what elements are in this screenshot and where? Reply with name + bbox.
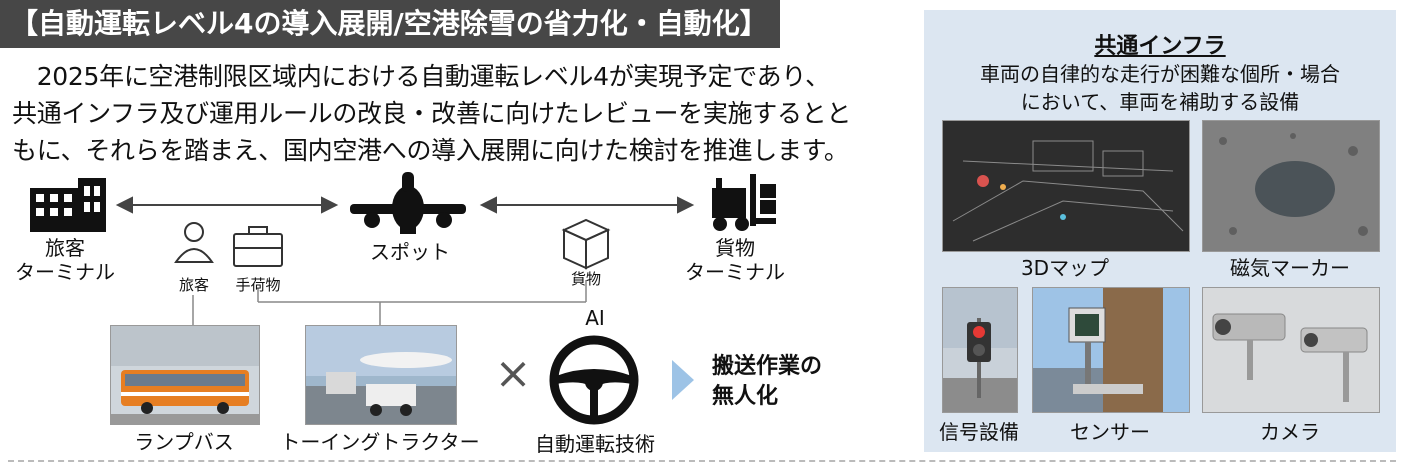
- cargo-terminal-label: 貨物 ターミナル: [685, 236, 785, 284]
- connector-line: [192, 280, 587, 325]
- passenger-terminal-label: 旅客 ターミナル: [15, 236, 115, 284]
- unmanned-transport-label: 搬送作業の 無人化: [712, 354, 823, 409]
- 3d-map-photo: [942, 120, 1190, 252]
- building-icon: [30, 178, 106, 232]
- airplane-icon: [350, 172, 466, 234]
- cargo-label: 貨物: [570, 270, 601, 288]
- spot-label: スポット: [370, 240, 450, 264]
- common-infra-title: 共通インフラ: [1094, 34, 1226, 59]
- magnetic-marker-label: 磁気マーカー: [1230, 256, 1350, 280]
- 3d-map-label: 3Dマップ: [1020, 256, 1110, 280]
- page-title: 【自動運転レベル4の導入展開/空港除雪の省力化・自動化】: [0, 0, 780, 48]
- chevron-right-icon: [672, 360, 694, 400]
- box-icon: [561, 218, 611, 270]
- common-infra-description: 車両の自律的な走行が困難な個所・場合 において、車両を補助する設備: [980, 62, 1340, 114]
- person-icon: [174, 222, 214, 263]
- ai-label: AI: [585, 306, 605, 330]
- signal-photo: [942, 287, 1018, 413]
- signal-label: 信号設備: [939, 420, 1019, 444]
- sensor-label: センサー: [1070, 420, 1150, 444]
- arrow-spot-cargo: [479, 196, 695, 214]
- intro-text: 2025年に空港制限区域内における自動運転レベル4が実現予定であり、 共通インフ…: [12, 62, 852, 165]
- arrow-terminal-spot: [115, 196, 339, 214]
- flow-diagram: [30, 172, 776, 325]
- dashed-separator: [8, 460, 1396, 462]
- steering-wheel-icon: [549, 335, 639, 425]
- baggage-label: 手荷物: [235, 276, 281, 294]
- sensor-photo: [1032, 287, 1190, 413]
- camera-label: カメラ: [1260, 420, 1320, 444]
- magnetic-marker-photo: [1202, 120, 1380, 252]
- ramp-bus-photo: [110, 325, 260, 425]
- forklift-icon: [712, 174, 776, 231]
- times-symbol: ×: [494, 348, 532, 399]
- autonomous-driving-label: 自動運転技術: [535, 432, 655, 456]
- briefcase-icon: [233, 226, 283, 267]
- passenger-label: 旅客: [178, 276, 209, 294]
- camera-photo: [1202, 287, 1380, 413]
- ramp-bus-label: ランプバス: [134, 430, 234, 454]
- towing-tractor-label: トーイングトラクター: [280, 430, 480, 454]
- towing-tractor-photo: [305, 325, 457, 425]
